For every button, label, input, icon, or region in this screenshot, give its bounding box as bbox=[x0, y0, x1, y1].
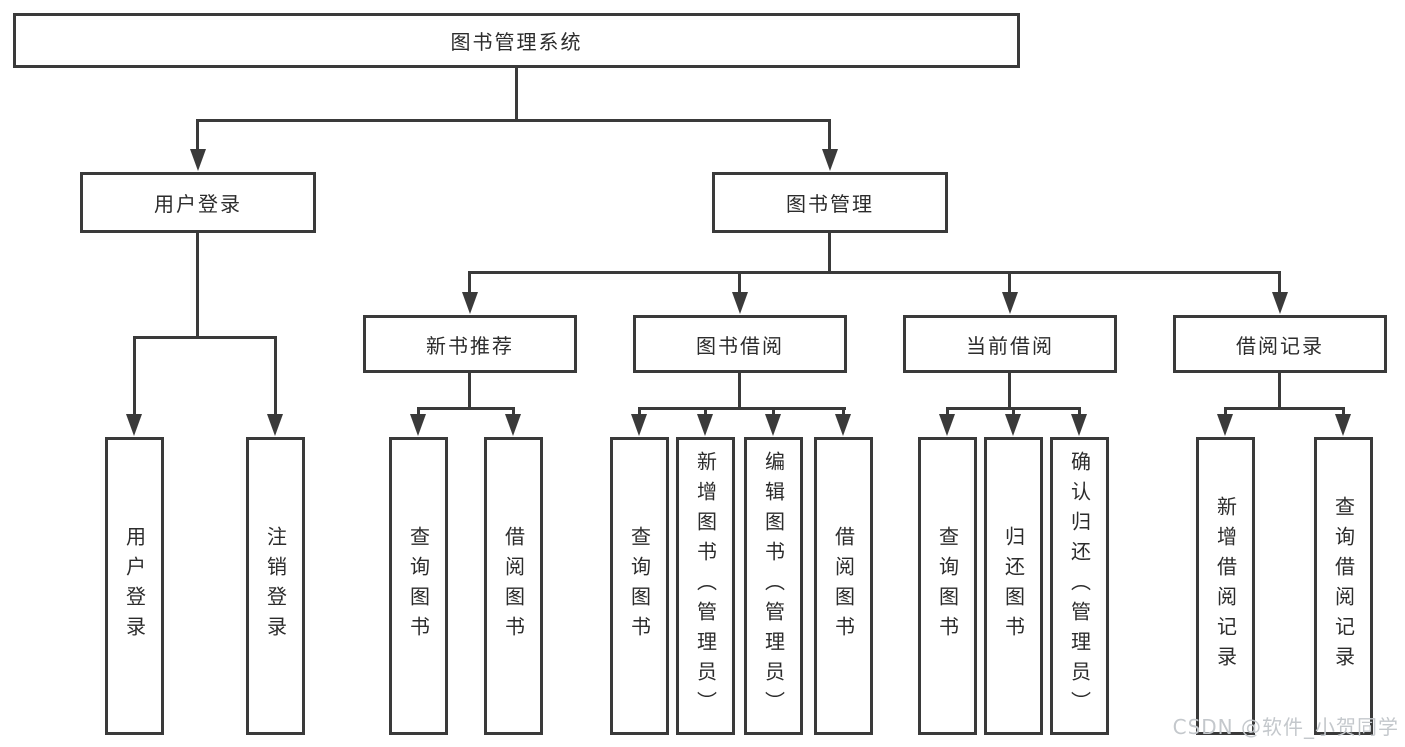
node-label: 图书管理 bbox=[786, 192, 874, 216]
node-label: 借阅图书 bbox=[501, 526, 526, 646]
connector-line bbox=[1278, 271, 1281, 293]
node-label: 图书管理系统 bbox=[450, 30, 583, 54]
node-leaf-recommend-query-books: 查询图书 bbox=[389, 437, 448, 735]
node-leaf-add-borrow-record: 新增借阅记录 bbox=[1196, 437, 1255, 735]
node-leaf-borrow-books: 借阅图书 bbox=[814, 437, 873, 735]
node-leaf-query-borrow-record: 查询借阅记录 bbox=[1314, 437, 1373, 735]
connector-line bbox=[133, 336, 277, 339]
connector-line bbox=[638, 407, 846, 410]
connector-line bbox=[468, 271, 471, 293]
connector-line bbox=[638, 407, 641, 415]
connector-line bbox=[1012, 407, 1015, 415]
connector-line bbox=[1078, 407, 1081, 415]
node-new-book-recommendation: 新书推荐 bbox=[363, 315, 577, 373]
connector-line bbox=[1008, 373, 1011, 410]
arrow-down-icon bbox=[939, 414, 955, 436]
node-label: 确认归还（管理员） bbox=[1067, 451, 1092, 721]
node-label: 用户登录 bbox=[154, 192, 242, 216]
node-leaf-borrow-query-books: 查询图书 bbox=[610, 437, 669, 735]
connector-line bbox=[133, 336, 136, 415]
arrow-down-icon bbox=[835, 414, 851, 436]
arrow-down-icon bbox=[126, 414, 142, 436]
connector-line bbox=[772, 407, 775, 415]
node-borrowing-records: 借阅记录 bbox=[1173, 315, 1387, 373]
arrow-down-icon bbox=[1071, 414, 1087, 436]
arrow-down-icon bbox=[505, 414, 521, 436]
arrow-down-icon bbox=[410, 414, 426, 436]
node-label: 借阅记录 bbox=[1236, 333, 1324, 358]
connector-line bbox=[196, 119, 199, 151]
node-leaf-edit-books-admin: 编辑图书（管理员） bbox=[744, 437, 803, 735]
node-leaf-user-login: 用户登录 bbox=[105, 437, 164, 735]
node-label: 查询图书 bbox=[627, 526, 652, 646]
node-label: 新书推荐 bbox=[426, 333, 514, 358]
node-label: 编辑图书（管理员） bbox=[761, 451, 786, 721]
arrow-down-icon bbox=[1217, 414, 1233, 436]
node-leaf-current-query-books: 查询图书 bbox=[918, 437, 977, 735]
node-book-borrowing: 图书借阅 bbox=[633, 315, 847, 373]
connector-line bbox=[417, 407, 420, 415]
csdn-watermark: CSDN @软件_小贺同学 bbox=[1172, 715, 1399, 739]
connector-line bbox=[515, 68, 518, 121]
connector-line bbox=[468, 373, 471, 410]
node-leaf-logout: 注销登录 bbox=[246, 437, 305, 735]
connector-line bbox=[274, 336, 277, 415]
arrow-down-icon bbox=[697, 414, 713, 436]
node-current-borrowing: 当前借阅 bbox=[903, 315, 1117, 373]
node-book-management: 图书管理 bbox=[712, 172, 948, 233]
arrow-down-icon bbox=[1272, 292, 1288, 314]
node-label: 注销登录 bbox=[263, 526, 288, 646]
connector-line bbox=[196, 119, 831, 122]
arrow-down-icon bbox=[1335, 414, 1351, 436]
connector-line bbox=[468, 271, 1281, 274]
connector-line bbox=[738, 271, 741, 293]
node-label: 用户登录 bbox=[122, 526, 147, 646]
connector-line bbox=[417, 407, 515, 410]
node-label: 借阅图书 bbox=[831, 526, 856, 646]
connector-line bbox=[828, 233, 831, 273]
connector-line bbox=[1278, 373, 1281, 410]
arrow-down-icon bbox=[1002, 292, 1018, 314]
connector-line bbox=[1224, 407, 1227, 415]
node-leaf-add-books-admin: 新增图书（管理员） bbox=[676, 437, 735, 735]
connector-line bbox=[196, 233, 199, 338]
arrow-down-icon bbox=[765, 414, 781, 436]
connector-line bbox=[738, 373, 741, 410]
node-label: 查询借阅记录 bbox=[1331, 496, 1356, 676]
node-label: 归还图书 bbox=[1001, 526, 1026, 646]
arrow-down-icon bbox=[190, 149, 206, 171]
connector-line bbox=[946, 407, 949, 415]
arrow-down-icon bbox=[732, 292, 748, 314]
node-leaf-confirm-return-admin: 确认归还（管理员） bbox=[1050, 437, 1109, 735]
arrow-down-icon bbox=[1005, 414, 1021, 436]
connector-line bbox=[1008, 271, 1011, 293]
connector-line bbox=[842, 407, 845, 415]
arrow-down-icon bbox=[631, 414, 647, 436]
node-user-login: 用户登录 bbox=[80, 172, 316, 233]
node-leaf-recommend-borrow-books: 借阅图书 bbox=[484, 437, 543, 735]
connector-line bbox=[1342, 407, 1345, 415]
arrow-down-icon bbox=[267, 414, 283, 436]
node-leaf-return-books: 归还图书 bbox=[984, 437, 1043, 735]
node-label: 图书借阅 bbox=[696, 333, 784, 358]
arrow-down-icon bbox=[462, 292, 478, 314]
connector-line bbox=[512, 407, 515, 415]
connector-line bbox=[828, 119, 831, 151]
connector-line bbox=[1224, 407, 1345, 410]
node-label: 查询图书 bbox=[935, 526, 960, 646]
arrow-down-icon bbox=[822, 149, 838, 171]
node-label: 查询图书 bbox=[406, 526, 431, 646]
node-label: 新增图书（管理员） bbox=[693, 451, 718, 721]
connector-line bbox=[704, 407, 707, 415]
node-label: 新增借阅记录 bbox=[1213, 496, 1238, 676]
node-library-management-system: 图书管理系统 bbox=[13, 13, 1020, 68]
node-label: 当前借阅 bbox=[966, 333, 1054, 358]
